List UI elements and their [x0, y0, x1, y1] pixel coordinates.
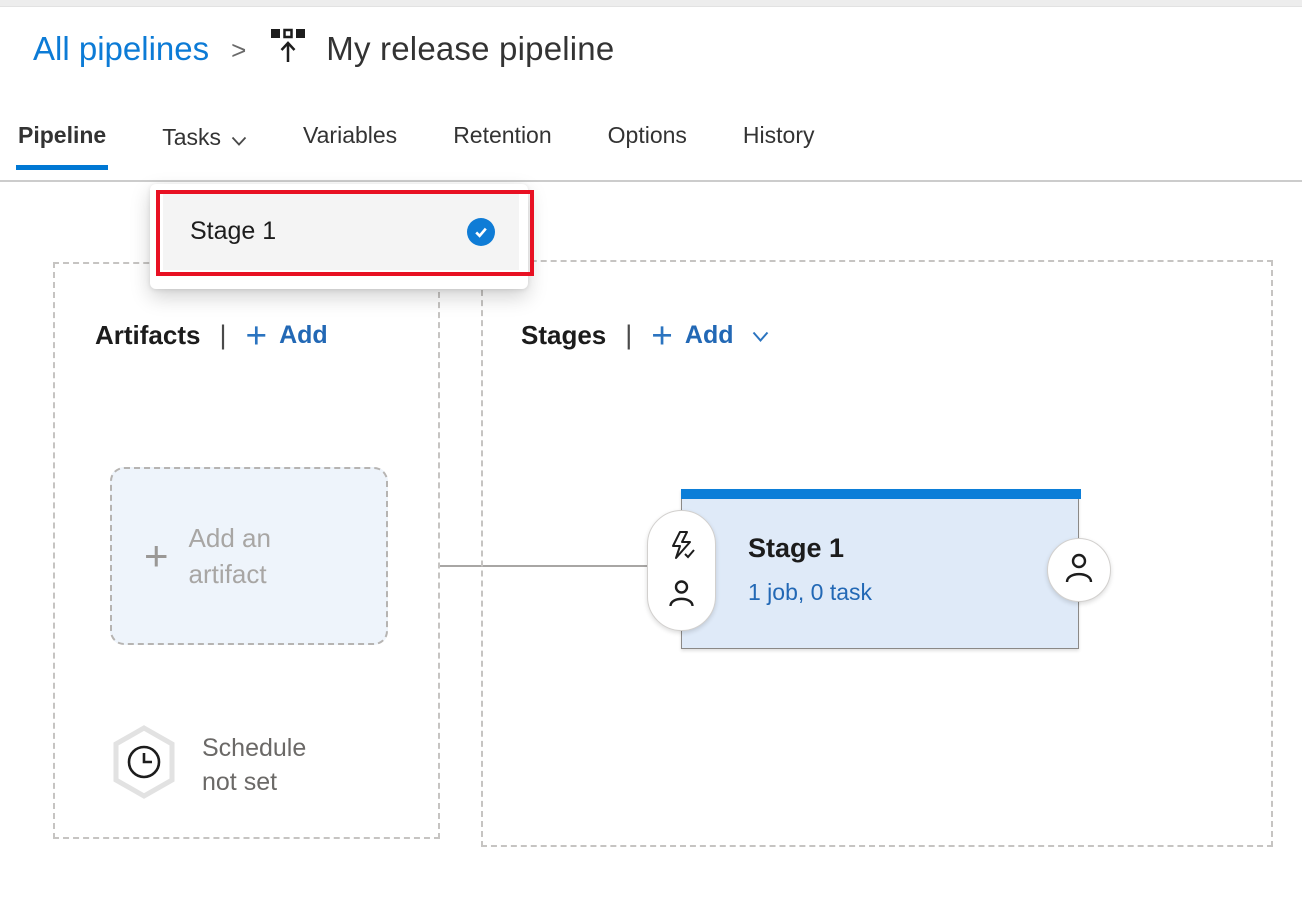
add-artifact-button[interactable]: + Add	[245, 314, 328, 356]
release-pipeline-icon	[268, 26, 308, 71]
tab-variables-label: Variables	[303, 122, 398, 148]
tab-tasks-label: Tasks	[162, 124, 221, 150]
stage-job-task-link[interactable]: 1 job, 0 task	[748, 579, 873, 605]
schedule-trigger[interactable]: Schedule not set	[110, 724, 306, 805]
breadcrumb-chevron-icon: >	[231, 35, 247, 65]
post-deployment-conditions-button[interactable]	[1047, 538, 1111, 602]
tasks-dropdown-menu: Stage 1	[150, 184, 534, 289]
person-icon	[1064, 552, 1094, 588]
add-an-artifact-box[interactable]: + Add an artifact	[110, 467, 388, 645]
breadcrumb-all-pipelines-link[interactable]: All pipelines	[33, 29, 210, 67]
plus-icon: +	[651, 314, 673, 356]
stages-header: Stages | + Add	[521, 314, 769, 356]
tab-options-label: Options	[607, 122, 687, 148]
add-stage-button[interactable]: + Add	[651, 314, 769, 356]
add-an-artifact-label: Add an artifact	[189, 520, 271, 592]
add-an-artifact-line1: Add an	[188, 523, 271, 553]
tab-retention-label: Retention	[453, 122, 552, 148]
artifacts-header: Artifacts | + Add	[95, 314, 328, 356]
artifact-stage-connector-line	[440, 565, 648, 567]
stage-card[interactable]: Stage 1 1 job, 0 task	[647, 489, 1111, 649]
top-chrome-strip	[0, 0, 1302, 7]
add-an-artifact-line2: artifact	[188, 559, 267, 589]
stages-panel: Stages | + Add Stage 1 1 job, 0 task	[481, 260, 1273, 847]
artifacts-title: Artifacts	[95, 320, 201, 350]
selected-check-icon	[467, 217, 495, 246]
person-icon	[668, 579, 695, 612]
tab-tasks[interactable]: Tasks	[160, 122, 249, 174]
add-artifact-button-label: Add	[279, 321, 328, 349]
tab-history[interactable]: History	[741, 122, 817, 170]
tab-bar: Pipeline Tasks Variables Retention Optio…	[16, 122, 816, 174]
schedule-line2: not set	[202, 767, 278, 796]
chevron-down-icon	[752, 330, 769, 348]
schedule-clock-icon	[110, 724, 178, 805]
tab-options[interactable]: Options	[606, 122, 689, 170]
header-divider: |	[219, 320, 227, 350]
tab-pipeline-label: Pipeline	[18, 122, 107, 148]
schedule-label: Schedule not set	[202, 731, 306, 799]
tab-pipeline[interactable]: Pipeline	[16, 122, 109, 170]
tasks-dropdown-item-label: Stage 1	[190, 217, 277, 245]
plus-icon: +	[144, 532, 169, 579]
stages-title: Stages	[521, 320, 607, 350]
page-title: My release pipeline	[326, 29, 615, 67]
header-divider: |	[625, 320, 633, 350]
schedule-line1: Schedule	[202, 733, 307, 762]
artifacts-panel: Artifacts | + Add + Add an artifact	[53, 262, 440, 839]
pre-deployment-conditions-button[interactable]	[647, 510, 716, 631]
tasks-dropdown-item-stage1[interactable]: Stage 1	[163, 193, 519, 270]
stage-card-topbar	[681, 489, 1081, 499]
add-stage-button-label: Add	[684, 321, 734, 349]
breadcrumb: All pipelines > My release pipeline	[33, 26, 614, 71]
tab-history-label: History	[742, 122, 815, 148]
tab-retention[interactable]: Retention	[451, 122, 553, 170]
tab-variables[interactable]: Variables	[301, 122, 399, 170]
lightning-bolt-check-icon	[668, 530, 696, 567]
stage-card-title: Stage 1	[748, 533, 845, 563]
plus-icon: +	[245, 314, 268, 356]
chevron-down-icon	[231, 126, 247, 153]
tab-separator-line	[0, 180, 1302, 182]
